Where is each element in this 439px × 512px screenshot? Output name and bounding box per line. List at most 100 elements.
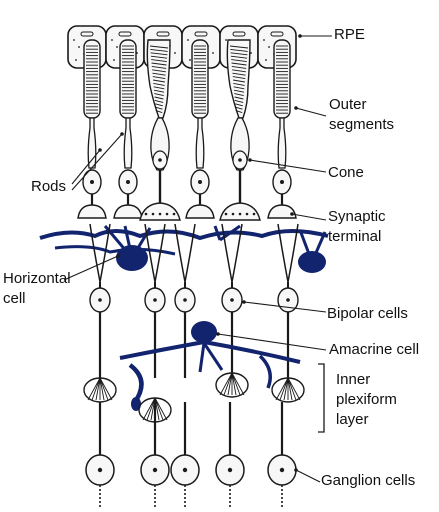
bipolar-cell [277, 223, 299, 378]
ganglion-cell [267, 402, 297, 508]
disc-line [234, 93, 244, 97]
disc-line [232, 76, 246, 80]
basket-fiber [99, 377, 109, 401]
disc-line [154, 99, 164, 103]
horizontal-dendrite [310, 231, 327, 263]
rpe-granule [187, 39, 189, 41]
leader-arrowhead [248, 158, 252, 162]
rod-nucleolus [198, 180, 202, 184]
rod-cell [185, 39, 215, 219]
amacrine-cell [119, 321, 301, 411]
synaptic-basket [83, 377, 117, 403]
rod-nucleolus [280, 180, 284, 184]
leader-arrowhead [298, 34, 302, 38]
basket-fiber [231, 372, 237, 396]
disc-line [230, 48, 248, 52]
label-outer-segments-1: Outer [329, 96, 367, 113]
disc-line [233, 89, 245, 93]
label-ganglion-cells: Ganglion cells [321, 472, 416, 489]
ganglion-nucleolus [279, 467, 285, 473]
horizontal-dendrite [298, 229, 314, 263]
ganglion-cell [215, 402, 245, 508]
basket-fiber [99, 377, 105, 401]
rpe-granule [225, 39, 227, 41]
cone-cell [139, 39, 181, 221]
disc-line [229, 45, 249, 49]
disc-line [152, 76, 166, 80]
horizontal-process [54, 245, 176, 256]
bipolar-nucleolus [98, 298, 102, 302]
leader-arrowhead [242, 300, 246, 304]
basket-fiber [154, 397, 164, 421]
disc-line [149, 45, 169, 49]
photoreceptors [77, 39, 297, 221]
leader-line [71, 133, 123, 191]
rod-outer-segment [191, 39, 209, 119]
basket-fiber [95, 377, 101, 401]
ganglion-cell [85, 402, 115, 508]
rod-inner-segment [195, 117, 205, 169]
label-rods: Rods [31, 178, 67, 195]
disc-line [232, 72, 246, 76]
basket-fiber [231, 372, 241, 396]
leader-arrowhead [120, 132, 124, 136]
disc-line [154, 93, 164, 97]
basket-fiber [99, 377, 113, 401]
leader-line [295, 107, 327, 117]
vesicle [231, 212, 235, 216]
disc-line [232, 69, 246, 73]
horizontal-dendrite [219, 224, 241, 242]
amacrine-process [128, 363, 144, 404]
disc-line [155, 106, 163, 110]
rpe-nucleus [270, 31, 284, 37]
rod-nucleolus [126, 180, 130, 184]
vesicle [165, 212, 169, 216]
bipolar-cell [221, 223, 243, 378]
rpe-granule [268, 46, 270, 48]
basket-fiber [279, 377, 289, 401]
disc-line [152, 72, 166, 76]
ganglion-cells [85, 402, 297, 508]
rpe-granule [75, 59, 77, 61]
disc-line [230, 52, 248, 56]
rpe-granule [113, 59, 115, 61]
label-horizontal-cell-2: cell [3, 290, 26, 307]
rpe-granule [73, 39, 75, 41]
basket-fiber [231, 372, 245, 396]
bipolar-nucleolus [153, 298, 157, 302]
disc-line [151, 59, 167, 63]
leader-line [63, 255, 119, 281]
basket-fiber [275, 377, 289, 401]
basket-fiber [287, 377, 297, 401]
bipolar-cell [174, 223, 196, 378]
rpe-granule [250, 52, 252, 54]
basket-fiber [142, 397, 156, 421]
rod-cell [77, 39, 107, 219]
rpe-granule [78, 46, 80, 48]
inner-plexiform-synapses [83, 372, 305, 423]
rod-spherule [113, 204, 143, 219]
label-cone: Cone [328, 164, 364, 181]
leader-arrowhead [216, 332, 220, 336]
ganglion-nucleolus [227, 467, 233, 473]
label-ipl-2: plexiform [336, 391, 397, 408]
bipolar-nucleolus [183, 298, 187, 302]
disc-line [234, 99, 244, 103]
leader-arrowhead [294, 106, 298, 110]
rod-inner-segment [87, 117, 97, 169]
rpe-granule [212, 52, 214, 54]
rpe-granule [111, 39, 113, 41]
disc-line [234, 96, 244, 100]
disc-line [150, 55, 168, 59]
rod-outer-segment [83, 39, 101, 119]
amacrine-soma [191, 321, 217, 343]
leader-arrowhead [294, 468, 298, 472]
vesicle [252, 212, 256, 216]
rod-cell [113, 39, 143, 219]
disc-line [152, 79, 166, 83]
basket-fiber [287, 377, 293, 401]
bipolar-dendrite [144, 223, 166, 283]
disc-line [155, 103, 163, 107]
rpe-nucleus [232, 31, 246, 37]
